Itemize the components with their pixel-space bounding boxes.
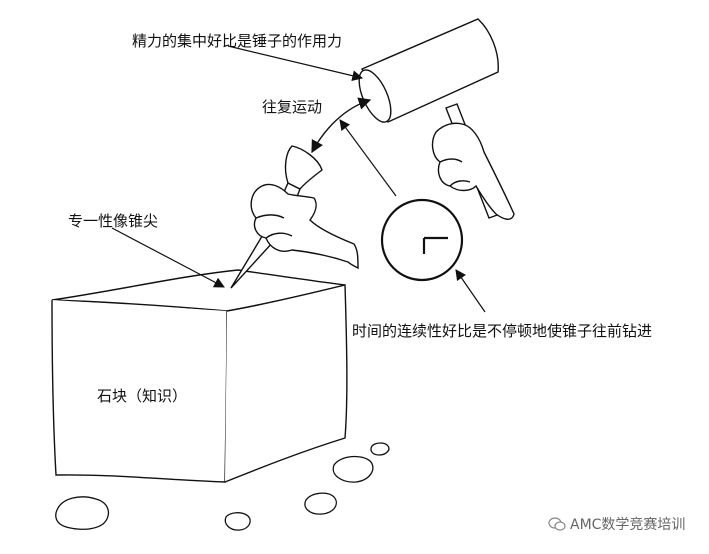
hand-holding-hammer (431, 122, 515, 220)
arrow-clock-to-motion (339, 119, 397, 197)
label-focus-force: 精力的集中好比是锤子的作用力 (132, 32, 343, 50)
arrow-reciprocating-motion (311, 97, 372, 154)
hand-holding-chisel (250, 183, 359, 270)
arrow-focus-to-hammer (227, 45, 364, 81)
watermark: AMC数学竞赛培训 (548, 514, 685, 534)
wechat-icon (548, 517, 566, 531)
clock-icon (380, 198, 464, 282)
watermark-text: AMC数学竞赛培训 (570, 517, 686, 533)
rock-pile (55, 442, 390, 531)
stone-block (51, 269, 348, 483)
label-awl-tip: 专一性像锥尖 (68, 212, 159, 230)
arrow-tip-to-awl (111, 227, 225, 288)
label-stone-knowledge: 石块（知识） (97, 387, 188, 405)
label-time-continuity: 时间的连续性好比是不停顿地使锥子往前钻进 (352, 322, 653, 340)
arrow-text-to-clock (455, 269, 486, 313)
label-reciprocating-motion: 往复运动 (262, 98, 323, 116)
